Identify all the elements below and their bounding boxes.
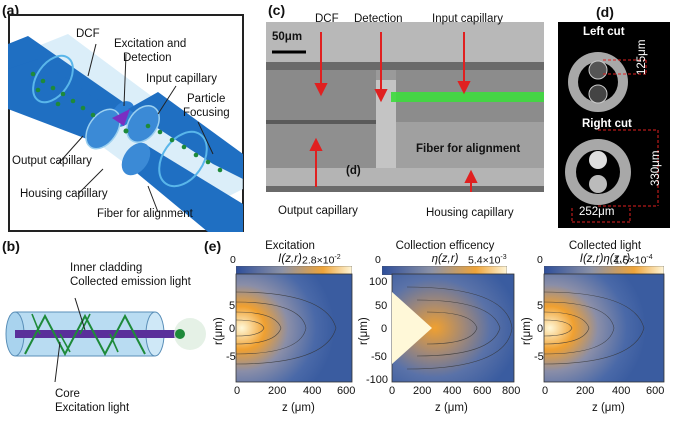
b-label-core: Core xyxy=(55,388,80,400)
a-label-particle-1: Particle xyxy=(187,93,226,105)
e3-ytick-bot: -5 xyxy=(534,351,544,363)
e1-ytick-bot: -5 xyxy=(226,351,236,363)
e3-ylabel: r(μm) xyxy=(521,317,533,345)
e2-ytick-m100: -100 xyxy=(366,374,389,386)
e2-xtick-3: 600 xyxy=(473,385,492,397)
d-label-left-cut: Left cut xyxy=(583,26,625,38)
e1-ylabel: r(μm) xyxy=(213,317,225,345)
e3-ytick-top: 5 xyxy=(537,300,544,312)
emission-zigzag xyxy=(24,313,146,357)
e1-heatmap xyxy=(235,273,353,383)
e2-cmax: 5.4×10-3 xyxy=(468,254,507,267)
panel-b-schematic xyxy=(5,297,206,383)
e3-heatmap xyxy=(543,273,665,383)
e1-xtick-1: 200 xyxy=(268,385,287,397)
alignment-fiber-shape xyxy=(126,146,243,232)
c-label-output-capillary: Output capillary xyxy=(278,205,358,217)
c-label-housing-capillary: Housing capillary xyxy=(426,207,514,219)
e1-colorbar xyxy=(236,266,352,275)
a-label-housing-capillary: Housing capillary xyxy=(20,188,108,200)
e2-heatmap xyxy=(391,273,515,383)
c-label-detection: Detection xyxy=(354,13,403,25)
e1-title: Excitation xyxy=(265,240,315,252)
panel-a-schematic xyxy=(8,14,244,232)
e3-xtick-0: 0 xyxy=(542,385,549,397)
c-scale-label: 50μm xyxy=(272,31,303,43)
e3-expr: I(z,r)η(z,r) xyxy=(579,253,631,265)
e2-expr: η(z,r) xyxy=(431,253,459,265)
e2-ytick-m50: -50 xyxy=(371,351,387,363)
e3-colorbar xyxy=(544,266,664,275)
d-label-330: 330μm xyxy=(650,150,662,186)
e2-ytick-100: 100 xyxy=(369,276,388,288)
e1-cmax-exp: -2 xyxy=(334,254,341,261)
particles xyxy=(30,71,223,173)
e2-xtick-0: 0 xyxy=(389,385,396,397)
e3-title: Collected light xyxy=(568,240,642,252)
e1-expr: I(z,r) xyxy=(278,253,302,265)
e1-xtick-3: 600 xyxy=(337,385,356,397)
a-label-input-capillary: Input capillary xyxy=(146,73,217,85)
e1-ytick-mid: 0 xyxy=(229,323,236,335)
c-label-dcf: DCF xyxy=(315,13,339,25)
b-label-excitation-light: Excitation light xyxy=(55,402,130,414)
e3-xlabel: z (μm) xyxy=(592,402,625,414)
e3-cmin: 0 xyxy=(537,254,543,266)
d-label-right-cut: Right cut xyxy=(582,118,632,130)
e2-colorbar xyxy=(382,266,507,275)
panel-d-label: (d) xyxy=(596,4,614,20)
a-label-output-capillary: Output capillary xyxy=(12,155,92,167)
e1-xtick-2: 400 xyxy=(303,385,322,397)
e3-cmax-exp: -4 xyxy=(646,254,653,261)
e1-cmax: 2.8×10-2 xyxy=(302,254,341,267)
e3-cmax-mantissa: 1.5×10 xyxy=(614,254,647,267)
a-label-excitation-2: Detection xyxy=(123,52,172,64)
core-shape xyxy=(15,330,180,338)
d-label-125: 125μm xyxy=(636,39,648,75)
e3-xtick-1: 200 xyxy=(576,385,595,397)
panel-c-micrograph xyxy=(266,22,544,192)
panel-b-label: (b) xyxy=(2,238,20,254)
a-label-fiber-alignment: Fiber for alignment xyxy=(97,208,193,220)
e2-ylabel: r(μm) xyxy=(358,317,370,345)
a-label-dcf: DCF xyxy=(76,28,100,40)
e3-xtick-3: 600 xyxy=(646,385,665,397)
e1-xtick-0: 0 xyxy=(234,385,241,397)
e3-ytick-mid: 0 xyxy=(537,323,544,335)
e2-xtick-1: 200 xyxy=(413,385,432,397)
b-label-collected-emission: Collected emission light xyxy=(70,276,191,288)
e2-cmax-mantissa: 5.4×10 xyxy=(468,254,501,267)
e2-xtick-2: 400 xyxy=(443,385,462,397)
panel-e-label: (e) xyxy=(204,238,222,254)
e3-xtick-2: 400 xyxy=(612,385,631,397)
e2-xlabel: z (μm) xyxy=(435,402,468,414)
e1-ytick-top: 5 xyxy=(229,300,236,312)
e2-cmin: 0 xyxy=(375,254,381,266)
e1-xlabel: z (μm) xyxy=(282,402,315,414)
c-label-fiber-alignment: Fiber for alignment xyxy=(416,143,521,155)
green-beam xyxy=(391,92,544,102)
b-label-inner-cladding: Inner cladding xyxy=(70,262,143,274)
e1-cmax-mantissa: 2.8×10 xyxy=(302,254,335,267)
e2-dead-zone xyxy=(392,292,432,364)
excitation-cone xyxy=(112,109,130,126)
e3-cmax: 1.5×10-4 xyxy=(614,254,653,267)
red-arrows xyxy=(309,32,478,192)
e2-ytick-0: 0 xyxy=(381,323,388,335)
c-label-input-capillary: Input capillary xyxy=(432,13,503,25)
c-label-inset-mark: (d) xyxy=(346,165,361,177)
panel-d-cross-sections xyxy=(558,22,670,228)
e1-cmin: 0 xyxy=(230,254,236,266)
a-label-particle-2: Focusing xyxy=(183,107,230,119)
a-label-excitation-1: Excitation and xyxy=(114,38,187,50)
e2-cmax-exp: -3 xyxy=(500,254,507,261)
e2-xtick-4: 800 xyxy=(502,385,521,397)
d-label-252: 252μm xyxy=(579,206,615,218)
panel-c-label: (c) xyxy=(268,2,286,18)
e2-title: Collection efficency xyxy=(395,240,495,252)
e2-ytick-50: 50 xyxy=(375,300,388,312)
